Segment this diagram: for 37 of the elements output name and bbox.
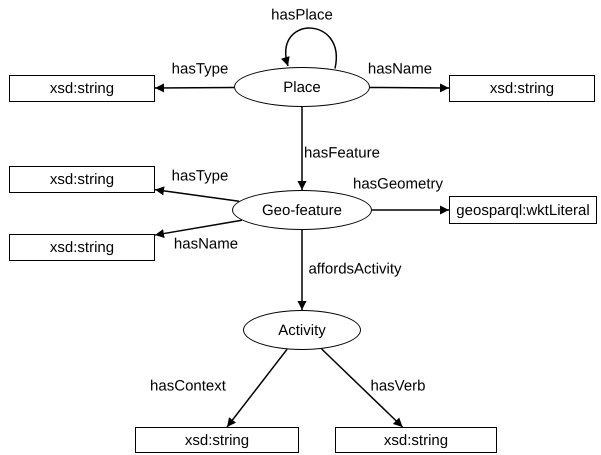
node-label: xsd:string (184, 432, 250, 448)
node-label: xsd:string (384, 432, 448, 448)
arrow (155, 83, 234, 92)
literal-box (135, 427, 299, 453)
node-label: Geo-feature (262, 202, 342, 218)
arrow (298, 230, 306, 310)
edge-label: hasVerb (370, 378, 426, 394)
edge-label: hasName (174, 236, 238, 252)
edge-label: affordsActivity (308, 260, 402, 278)
node-label: xsd:string (490, 80, 554, 97)
node-label: geosparql:wktLiteral (456, 202, 590, 218)
edge-label: hasName (368, 60, 432, 78)
arrow (321, 348, 404, 428)
literal-box (449, 75, 595, 102)
literal-box (9, 75, 155, 102)
edge-label: hasType (172, 168, 228, 184)
literal-box (335, 427, 497, 453)
arrow (372, 206, 449, 214)
literal-box (9, 166, 155, 193)
node-label: xsd:string (50, 171, 114, 188)
arrow (282, 27, 337, 69)
node-label: xsd:string (50, 239, 114, 256)
arrow (154, 220, 242, 238)
arrow (154, 186, 240, 202)
literal-box (449, 196, 597, 224)
edge-label: hasFeature (304, 144, 380, 162)
edge-label: hasGeometry (352, 176, 444, 192)
edge-label: hasPlace (271, 6, 333, 24)
node-label: xsd:string (50, 80, 114, 97)
arrow (226, 348, 288, 428)
arrow (370, 83, 449, 92)
node-label: Activity (278, 322, 326, 338)
edge-label: hasContext (150, 378, 226, 394)
edge-label: hasType (172, 60, 228, 78)
arrow (298, 107, 306, 190)
node-label: Place (283, 78, 321, 96)
literal-box (9, 234, 155, 261)
